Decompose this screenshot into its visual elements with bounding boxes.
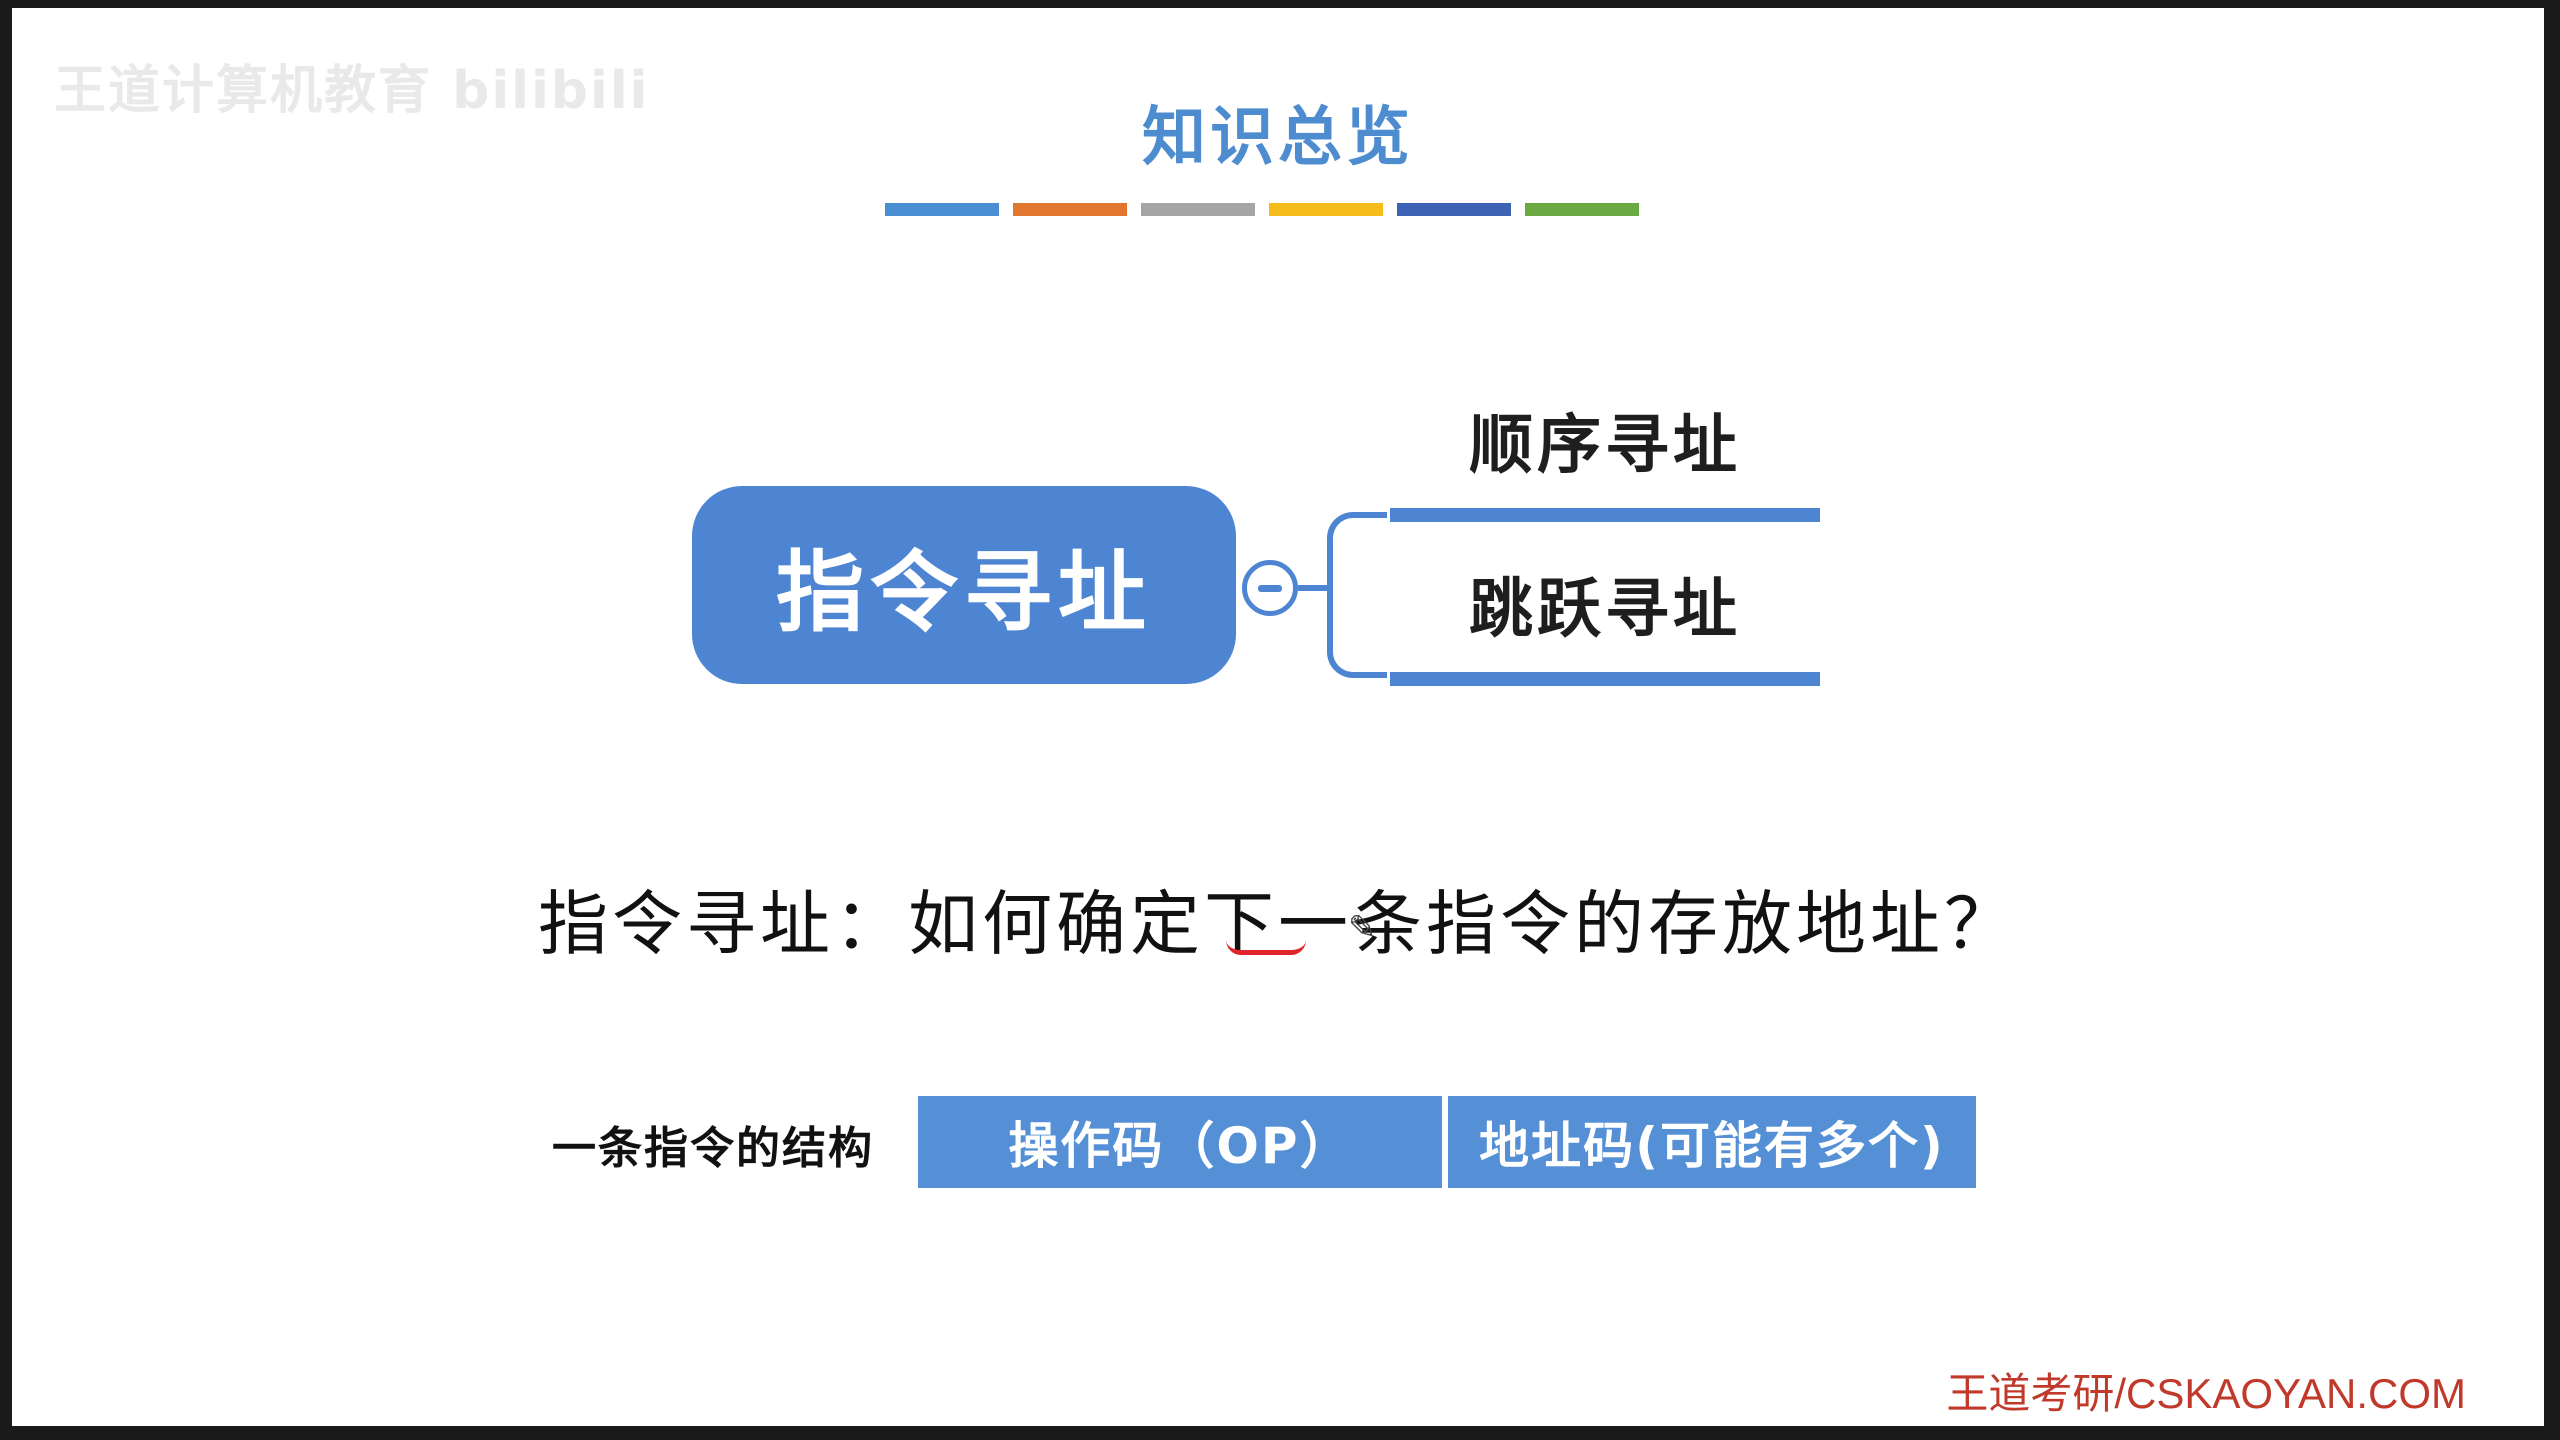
presentation-slide: 王道计算机教育 bilibili 知识总览 指令寻址 顺序寻址 跳跃寻址 指令寻…: [12, 8, 2544, 1426]
branch-bracket: [1327, 512, 1387, 678]
minus-circle-icon[interactable]: [1242, 560, 1298, 616]
strip-segment-dark-blue: [1397, 203, 1511, 216]
branch-connector: [1298, 585, 1332, 591]
slide-title: 知识总览: [1142, 100, 1414, 175]
mindmap-branch-jump[interactable]: 跳跃寻址: [1390, 570, 1820, 686]
mindmap-branch-sequential[interactable]: 顺序寻址: [1390, 406, 1820, 522]
strip-segment-green: [1525, 203, 1639, 216]
title-color-strip: [885, 203, 1653, 216]
branch-label: 顺序寻址: [1469, 409, 1741, 483]
instruction-structure-label: 一条指令的结构: [552, 1123, 874, 1174]
minus-glyph: [1258, 584, 1282, 592]
red-ink-annotation: [1226, 940, 1306, 955]
branch-underline: [1390, 672, 1820, 686]
branch-underline: [1390, 508, 1820, 522]
strip-segment-blue: [885, 203, 999, 216]
address-field: 地址码(可能有多个): [1448, 1096, 1976, 1188]
opcode-field: 操作码（OP）: [918, 1096, 1442, 1188]
strip-segment-gray: [1141, 203, 1255, 216]
branch-label: 跳跃寻址: [1469, 573, 1741, 647]
strip-segment-yellow: [1269, 203, 1383, 216]
mindmap-root-node[interactable]: 指令寻址: [692, 486, 1236, 684]
video-watermark: 王道计算机教育 bilibili: [54, 61, 650, 121]
footer-brand: 王道考研/CSKAOYAN.COM: [1946, 1370, 2466, 1417]
strip-segment-orange: [1013, 203, 1127, 216]
pen-cursor-icon: ✎: [1348, 908, 1377, 948]
